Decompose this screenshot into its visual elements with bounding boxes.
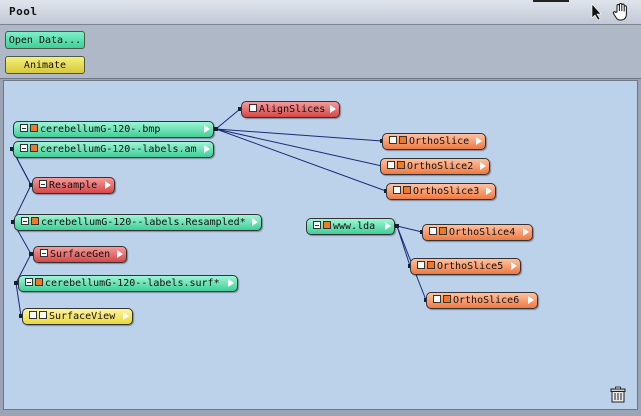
- node-label: cerebellumG-120-.bmp: [40, 124, 161, 135]
- node-label: OrthoSlice6: [453, 295, 520, 306]
- arrow-pointer-icon[interactable]: [590, 3, 604, 21]
- colormap-icon: [397, 161, 405, 169]
- port[interactable]: [238, 107, 242, 111]
- menu-arrow-icon[interactable]: [203, 144, 211, 154]
- viewer-toggle-icon[interactable]: [249, 104, 257, 112]
- node-orthoslice6[interactable]: OrthoSlice6: [426, 292, 538, 309]
- menu-arrow-icon[interactable]: [227, 278, 235, 288]
- port[interactable]: [29, 252, 33, 256]
- colormap-icon: [427, 261, 435, 269]
- node-label: cerebellumG-120--labels.am: [40, 144, 197, 155]
- open-data-button[interactable]: Open Data...: [5, 31, 85, 49]
- menu-arrow-icon[interactable]: [479, 161, 487, 171]
- port[interactable]: [14, 281, 18, 285]
- title-accent-line: [533, 0, 569, 2]
- node-labels-surf[interactable]: cerebellumG-120--labels.surf*: [18, 275, 238, 292]
- colormap-icon: [439, 227, 447, 235]
- menu-arrow-icon[interactable]: [384, 221, 392, 231]
- menu-arrow-icon[interactable]: [251, 217, 259, 227]
- collapse-icon[interactable]: [20, 144, 28, 152]
- menu-arrow-icon[interactable]: [522, 227, 530, 237]
- menu-arrow-icon[interactable]: [116, 249, 124, 259]
- node-label: Resample: [49, 180, 98, 191]
- collapse-icon[interactable]: [40, 249, 48, 257]
- node-www-lda[interactable]: www.lda: [306, 218, 395, 235]
- viewer-toggle-icon[interactable]: [39, 311, 47, 319]
- collapse-icon[interactable]: [313, 221, 321, 229]
- viewer-toggle-icon[interactable]: [389, 136, 397, 144]
- menu-arrow-icon[interactable]: [485, 186, 493, 196]
- node-label: www.lda: [333, 221, 376, 232]
- data-color-icon: [323, 221, 331, 229]
- node-orthoslice[interactable]: OrthoSlice: [382, 133, 486, 150]
- hand-icon[interactable]: [611, 2, 631, 22]
- node-alignslices[interactable]: AlignSlices: [241, 101, 340, 118]
- collapse-icon[interactable]: [25, 278, 33, 286]
- node-label: AlignSlices: [259, 104, 326, 115]
- port[interactable]: [214, 127, 218, 131]
- data-color-icon: [35, 278, 43, 286]
- node-label: OrthoSlice: [409, 136, 470, 147]
- viewer-toggle-icon[interactable]: [433, 295, 441, 303]
- node-labels-am[interactable]: cerebellumG-120--labels.am: [13, 141, 214, 158]
- menu-arrow-icon[interactable]: [329, 104, 337, 114]
- viewer-toggle-icon[interactable]: [29, 311, 37, 319]
- menu-arrow-icon[interactable]: [122, 311, 130, 321]
- window-title: Pool: [9, 5, 38, 18]
- node-label: cerebellumG-120--labels.Resampled*: [41, 217, 246, 228]
- menu-arrow-icon[interactable]: [527, 295, 535, 305]
- node-resample[interactable]: Resample: [32, 177, 115, 194]
- node-label: cerebellumG-120--labels.surf*: [45, 278, 220, 289]
- node-surfaceview[interactable]: SurfaceView: [22, 308, 133, 325]
- collapse-icon[interactable]: [39, 180, 47, 188]
- pool-canvas[interactable]: AlignSlices cerebellumG-120-.bmp cerebel…: [3, 80, 638, 410]
- viewer-toggle-icon[interactable]: [429, 227, 437, 235]
- port[interactable]: [11, 220, 15, 224]
- trash-icon[interactable]: [609, 386, 627, 404]
- node-label: SurfaceGen: [50, 249, 111, 260]
- node-cerebellum-bmp[interactable]: cerebellumG-120-.bmp: [13, 121, 214, 138]
- port[interactable]: [29, 183, 33, 187]
- toolbar: Open Data... Animate: [0, 25, 641, 79]
- node-orthoslice2[interactable]: OrthoSlice2: [380, 158, 490, 175]
- data-color-icon: [30, 144, 38, 152]
- node-orthoslice4[interactable]: OrthoSlice4: [422, 224, 533, 241]
- collapse-icon[interactable]: [21, 217, 29, 225]
- title-bar: Pool: [0, 0, 641, 25]
- port[interactable]: [19, 314, 23, 318]
- viewer-toggle-icon[interactable]: [387, 161, 395, 169]
- menu-arrow-icon[interactable]: [510, 261, 518, 271]
- colormap-icon: [399, 136, 407, 144]
- data-color-icon: [30, 124, 38, 132]
- node-orthoslice5[interactable]: OrthoSlice5: [410, 258, 521, 275]
- node-labels-resampled[interactable]: cerebellumG-120--labels.Resampled*: [14, 214, 262, 231]
- node-orthoslice3[interactable]: OrthoSlice3: [386, 183, 496, 200]
- collapse-icon[interactable]: [20, 124, 28, 132]
- menu-arrow-icon[interactable]: [203, 124, 211, 134]
- data-color-icon: [31, 217, 39, 225]
- menu-arrow-icon[interactable]: [475, 136, 483, 146]
- node-label: OrthoSlice5: [437, 261, 504, 272]
- menu-arrow-icon[interactable]: [104, 180, 112, 190]
- viewer-toggle-icon[interactable]: [417, 261, 425, 269]
- viewer-toggle-icon[interactable]: [393, 186, 401, 194]
- port[interactable]: [10, 147, 14, 151]
- colormap-icon: [443, 295, 451, 303]
- colormap-icon: [403, 186, 411, 194]
- node-label: OrthoSlice3: [413, 186, 480, 197]
- node-label: OrthoSlice2: [407, 161, 474, 172]
- node-surfacegen[interactable]: SurfaceGen: [33, 246, 127, 263]
- node-label: SurfaceView: [49, 311, 116, 322]
- port[interactable]: [395, 224, 399, 228]
- animate-button[interactable]: Animate: [5, 56, 85, 74]
- node-label: OrthoSlice4: [449, 227, 516, 238]
